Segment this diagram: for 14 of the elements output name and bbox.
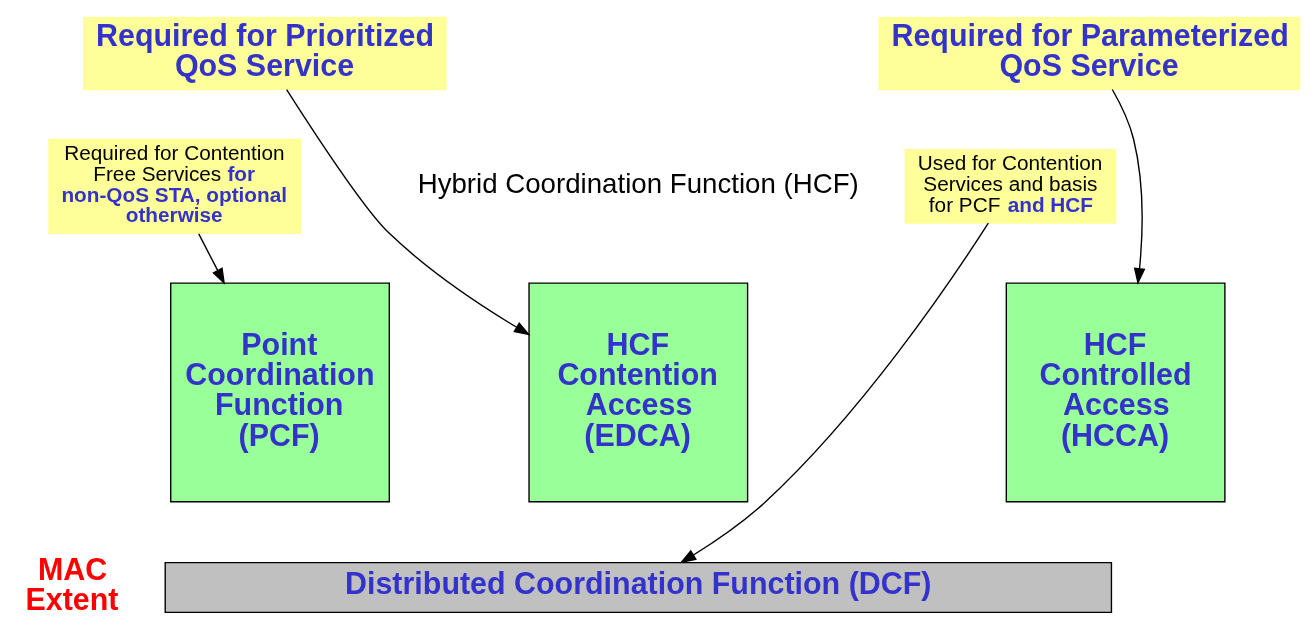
node-box: Required for Contention Free Services for non-QoS STA, optional otherwise	[48, 138, 302, 235]
arrow	[679, 222, 989, 564]
node-box: HCF Controlled Access (HCCA)	[1005, 282, 1226, 503]
node-box: Used for Contention Services and basis for PCF and HCF	[904, 148, 1117, 224]
arrow	[198, 233, 226, 285]
node-box: HCF Contention Access (EDCA)	[528, 282, 749, 503]
node-box: Point Coordination Function (PCF)	[170, 282, 390, 503]
arrow	[285, 88, 531, 336]
arrow	[1111, 88, 1146, 285]
node-box: Required for Prioritized QoS Service	[82, 16, 447, 91]
label: Hybrid Coordination Function (HCF)	[417, 168, 859, 200]
label: MAC Extent	[25, 552, 119, 617]
node-box: Distributed Coordination Function (DCF)	[164, 561, 1113, 614]
node-box: Required for Parameterized QoS Service	[878, 16, 1301, 91]
